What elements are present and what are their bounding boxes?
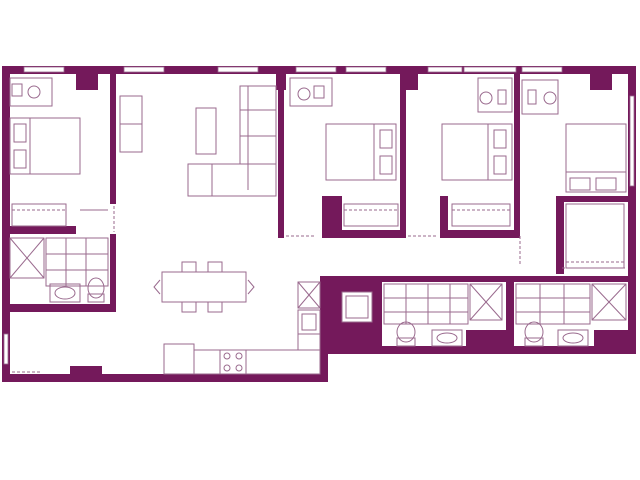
tile-grid bbox=[383, 283, 469, 325]
wall-bed2-bottom-c bbox=[342, 230, 406, 238]
counter bbox=[163, 343, 195, 375]
column-4 bbox=[590, 66, 612, 90]
bedroom-4 bbox=[521, 79, 627, 269]
toilet-icon bbox=[524, 321, 544, 347]
wall-bed2-right bbox=[400, 74, 406, 236]
closet-icon bbox=[343, 203, 399, 227]
windows bbox=[3, 66, 635, 365]
wall-bed2-bottom-a bbox=[278, 230, 284, 238]
wall-bath1-left bbox=[2, 234, 10, 312]
window-5 bbox=[345, 66, 387, 73]
wall-bottom-left bbox=[2, 374, 328, 382]
bedroom-2 bbox=[289, 77, 399, 227]
wall-bed1-bottom bbox=[2, 226, 76, 234]
washer-icon bbox=[341, 291, 373, 323]
wall-corridor-bottom-2 bbox=[512, 276, 636, 282]
window-9 bbox=[629, 95, 635, 187]
sofa-icon bbox=[187, 85, 277, 197]
wall-right bbox=[628, 66, 636, 352]
shower-icon bbox=[9, 237, 45, 279]
bedroom-1 bbox=[9, 77, 108, 227]
window-8 bbox=[521, 66, 563, 73]
column-5 bbox=[70, 366, 102, 382]
window-7 bbox=[463, 66, 517, 73]
refrigerator-icon bbox=[297, 281, 321, 309]
column-1 bbox=[76, 66, 98, 90]
bedroom-3 bbox=[441, 77, 513, 227]
toilet-icon bbox=[87, 277, 105, 303]
bed-icon bbox=[565, 123, 627, 193]
toilet-icon bbox=[396, 321, 416, 347]
fixtures bbox=[9, 77, 627, 375]
dining-area bbox=[153, 261, 255, 313]
counter-run bbox=[193, 349, 321, 375]
wall-bed3-right bbox=[514, 74, 520, 236]
wall-bed3-bottom-b bbox=[440, 196, 448, 238]
desk-icon bbox=[521, 79, 559, 115]
bed-icon bbox=[9, 117, 81, 175]
wall-bed2-left bbox=[278, 74, 284, 236]
sink-icon bbox=[431, 329, 463, 347]
wall-bath1-bottom bbox=[2, 304, 116, 312]
living-room bbox=[119, 85, 277, 197]
kitchen bbox=[163, 281, 321, 375]
wall-bed1-bath-right bbox=[110, 234, 116, 312]
bed-icon bbox=[441, 123, 513, 181]
wall-bed1-right bbox=[110, 74, 116, 204]
window-6 bbox=[427, 66, 463, 73]
wall-mass-bath-3 bbox=[594, 330, 636, 354]
sink-icon bbox=[49, 283, 81, 303]
window-2 bbox=[123, 66, 165, 73]
bathroom-1 bbox=[9, 237, 109, 303]
doors bbox=[12, 206, 626, 373]
closet-icon bbox=[565, 203, 625, 269]
closet-icon bbox=[11, 203, 67, 227]
kitchen-sink-icon bbox=[297, 309, 321, 335]
wall-bed3-bottom-c bbox=[448, 230, 520, 238]
counter-side bbox=[297, 333, 321, 351]
wall-bath-divider bbox=[506, 276, 514, 354]
shower-icon bbox=[469, 283, 503, 321]
stove-icon bbox=[219, 349, 247, 375]
wall-corridor-bottom-1 bbox=[380, 276, 516, 282]
coffee-table-icon bbox=[195, 107, 217, 155]
desk-icon bbox=[289, 77, 333, 107]
bed-icon bbox=[325, 123, 397, 181]
walls bbox=[2, 66, 636, 382]
tile-grid bbox=[515, 283, 591, 325]
tv-console-icon bbox=[119, 95, 143, 153]
laundry bbox=[341, 291, 373, 323]
desk-icon bbox=[9, 77, 53, 107]
desk-icon bbox=[477, 77, 513, 113]
wall-bed4-closet-left bbox=[556, 196, 564, 274]
dining-table-icon bbox=[153, 261, 255, 313]
wall-laundry-top bbox=[326, 276, 382, 282]
wall-left bbox=[2, 66, 10, 382]
window-1 bbox=[23, 66, 65, 73]
closet-icon bbox=[451, 203, 511, 227]
wall-bed2-bottom-b bbox=[322, 196, 342, 238]
window-3 bbox=[217, 66, 259, 73]
tile-grid bbox=[45, 237, 109, 287]
window-10 bbox=[3, 333, 9, 365]
wall-mass-bath-2b bbox=[466, 330, 512, 354]
shower-icon bbox=[591, 283, 627, 321]
wall-bed4-bottom bbox=[556, 196, 628, 202]
wall-kitchen-right bbox=[320, 276, 328, 382]
sink-icon bbox=[557, 329, 589, 347]
window-4 bbox=[295, 66, 337, 73]
